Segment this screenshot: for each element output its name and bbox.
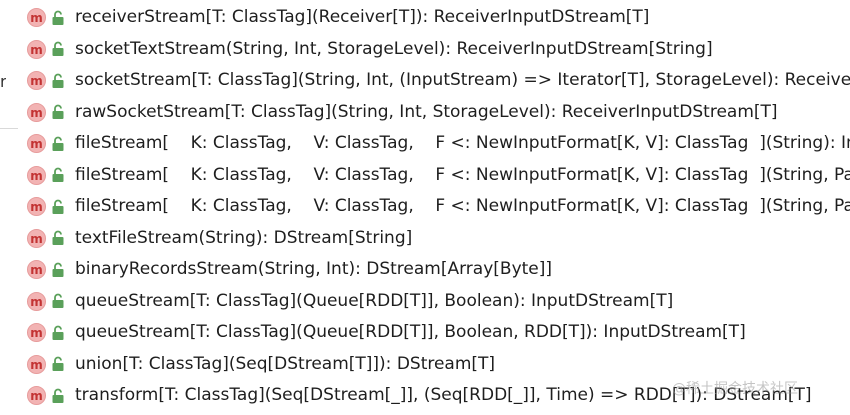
method-icon: m — [27, 228, 46, 248]
method-list-item[interactable]: m textFileStream(String): DStream[String] — [0, 223, 850, 255]
public-access-lock-icon — [51, 325, 65, 341]
method-signature: socketStream[T: ClassTag](String, Int, (… — [75, 70, 850, 91]
panel-divider — [0, 128, 18, 129]
method-list-item[interactable]: m socketStream[T: ClassTag](String, Int, … — [0, 65, 850, 97]
method-signature: transform[T: ClassTag](Seq[DStream[_]], … — [75, 385, 812, 406]
method-icon: m — [27, 8, 46, 28]
method-list-item[interactable]: m fileStream[ K: ClassTag, V: ClassTag, F… — [0, 160, 850, 192]
method-list-item[interactable]: m fileStream[ K: ClassTag, V: ClassTag, F… — [0, 191, 850, 223]
public-access-lock-icon — [51, 73, 65, 89]
watermark: @稀土掘金技术社区 — [672, 381, 798, 397]
method-signature: receiverStream[T: ClassTag](Receiver[T])… — [75, 7, 650, 28]
method-icon: m — [27, 260, 46, 280]
method-list-item[interactable]: m transform[T: ClassTag](Seq[DStream[_]],… — [0, 380, 850, 412]
method-signature: union[T: ClassTag](Seq[DStream[T]]): DSt… — [75, 353, 496, 374]
public-access-lock-icon — [51, 104, 65, 120]
public-access-lock-icon — [51, 199, 65, 215]
method-icon: m — [27, 134, 46, 154]
left-panel-fragment: r — [0, 72, 6, 91]
public-access-lock-icon — [51, 388, 65, 404]
public-access-lock-icon — [51, 41, 65, 57]
method-icon: m — [27, 323, 46, 343]
public-access-lock-icon — [51, 167, 65, 183]
method-icon: m — [27, 291, 46, 311]
method-icon: m — [27, 354, 46, 374]
method-list-item[interactable]: m queueStream[T: ClassTag](Queue[RDD[T]],… — [0, 317, 850, 349]
method-list-item[interactable]: m queueStream[T: ClassTag](Queue[RDD[T]],… — [0, 286, 850, 318]
method-list-item[interactable]: m union[T: ClassTag](Seq[DStream[T]]): DS… — [0, 349, 850, 381]
public-access-lock-icon — [51, 262, 65, 278]
method-list-item[interactable]: m receiverStream[T: ClassTag](Receiver[T]… — [0, 2, 850, 34]
method-icon: m — [27, 386, 46, 406]
method-list-item[interactable]: m fileStream[ K: ClassTag, V: ClassTag, F… — [0, 128, 850, 160]
public-access-lock-icon — [51, 136, 65, 152]
method-signature: queueStream[T: ClassTag](Queue[RDD[T]], … — [75, 290, 674, 311]
method-signature: textFileStream(String): DStream[String] — [75, 227, 413, 248]
method-list-item[interactable]: m binaryRecordsStream(String, Int): DStre… — [0, 254, 850, 286]
method-signature: fileStream[ K: ClassTag, V: ClassTag, F … — [75, 133, 850, 154]
method-signature: binaryRecordsStream(String, Int): DStrea… — [75, 259, 553, 280]
public-access-lock-icon — [51, 10, 65, 26]
public-access-lock-icon — [51, 230, 65, 246]
public-access-lock-icon — [51, 293, 65, 309]
method-signature: socketTextStream(String, Int, StorageLev… — [75, 38, 713, 59]
method-icon: m — [27, 71, 46, 91]
method-signature: queueStream[T: ClassTag](Queue[RDD[T]], … — [75, 322, 746, 343]
method-icon: m — [27, 39, 46, 59]
method-icon: m — [27, 165, 46, 185]
method-list-item[interactable]: m socketTextStream(String, Int, StorageLe… — [0, 34, 850, 66]
method-icon: m — [27, 197, 46, 217]
method-icon: m — [27, 102, 46, 122]
method-signature: fileStream[ K: ClassTag, V: ClassTag, F … — [75, 196, 850, 217]
public-access-lock-icon — [51, 356, 65, 372]
method-signature: rawSocketStream[T: ClassTag](String, Int… — [75, 101, 778, 122]
method-signature: fileStream[ K: ClassTag, V: ClassTag, F … — [75, 164, 850, 185]
method-list-item[interactable]: m rawSocketStream[T: ClassTag](String, In… — [0, 97, 850, 129]
